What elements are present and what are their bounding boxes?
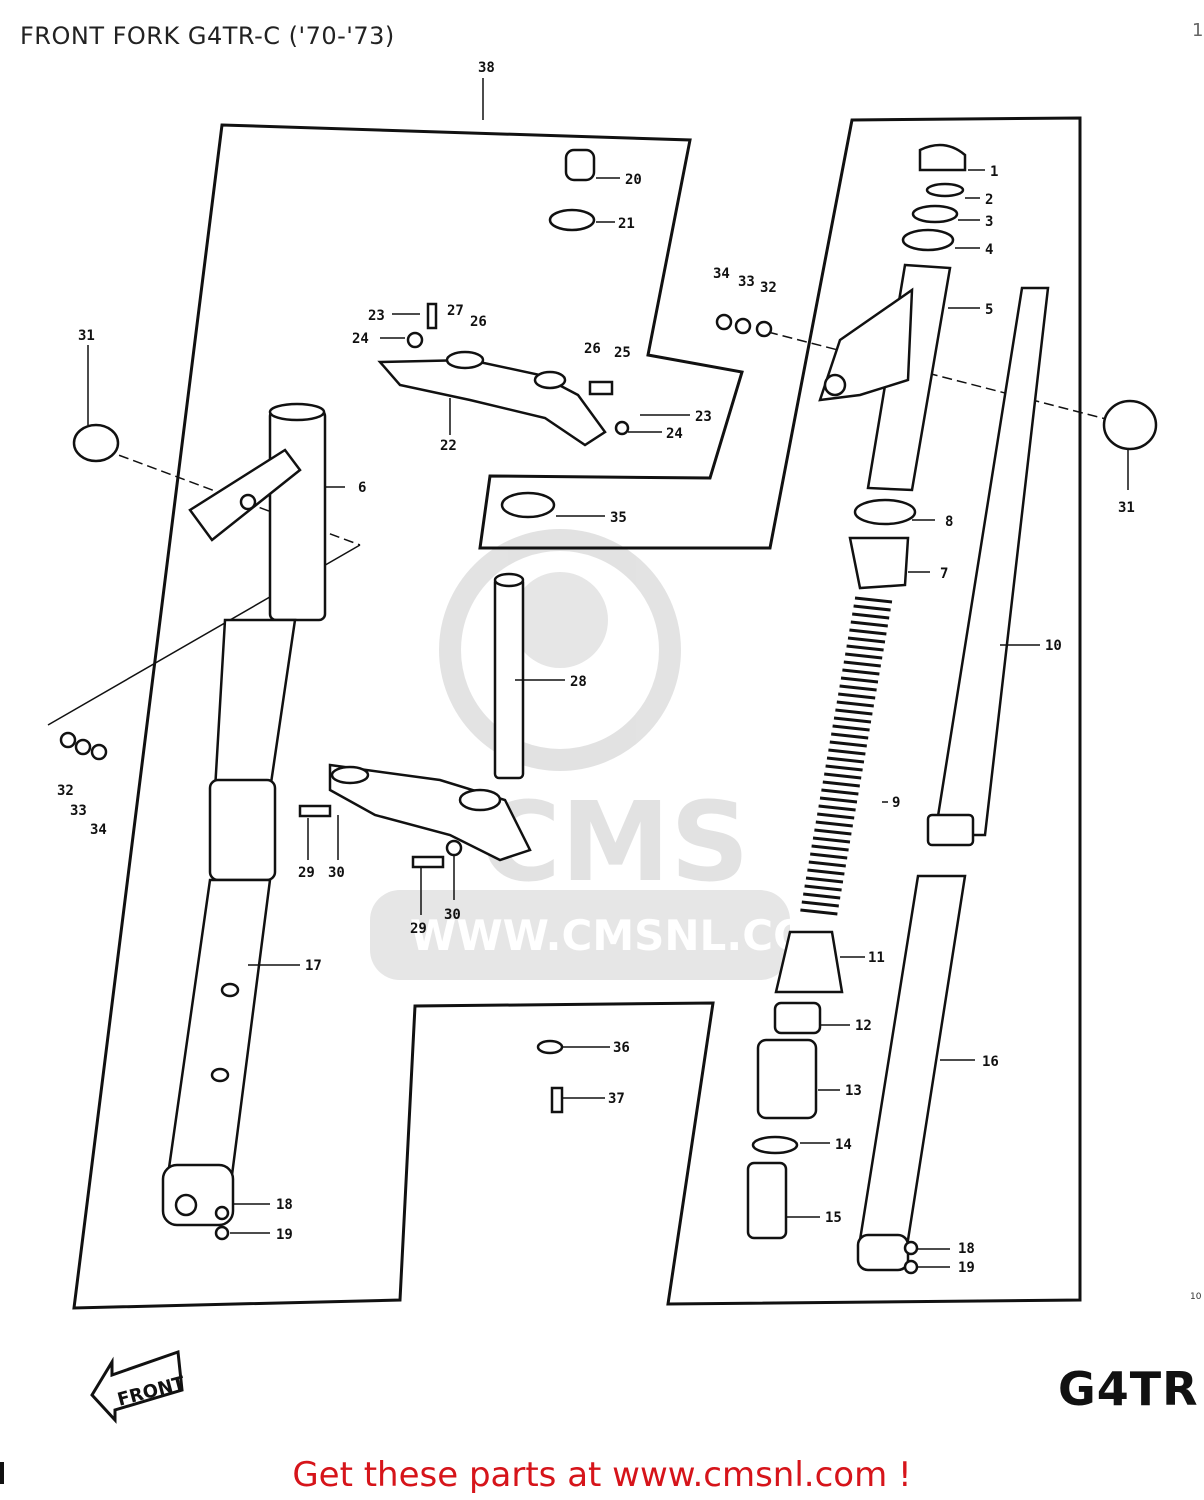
- callout-29-right: 29: [410, 921, 427, 937]
- damper-parts: [746, 930, 844, 1240]
- callout-38: 38: [478, 60, 495, 76]
- callout-34-left: 34: [90, 822, 107, 838]
- callout-36: 36: [613, 1040, 630, 1056]
- left-fork-leg: [161, 402, 327, 1227]
- callout-24-left: 24: [352, 331, 369, 347]
- callout-2: 2: [985, 192, 993, 208]
- callout-16: 16: [982, 1054, 999, 1070]
- page-title: FRONT FORK G4TR-C ('70-'73): [20, 22, 395, 50]
- callout-13: 13: [845, 1083, 862, 1099]
- callout-20: 20: [625, 172, 642, 188]
- edge-mark: [0, 1462, 4, 1484]
- callout-37: 37: [608, 1091, 625, 1107]
- callout-leaders: [87, 169, 1129, 1268]
- footer-cta-link[interactable]: Get these parts at www.cmsnl.com !: [292, 1455, 912, 1495]
- steering-stem: [298, 491, 556, 869]
- callout-31-right: 31: [1118, 500, 1135, 516]
- fork-spring: [800, 596, 893, 916]
- callout-15: 15: [825, 1210, 842, 1226]
- callout-5: 5: [985, 302, 993, 318]
- callout-34-right: 34: [713, 266, 730, 282]
- corner-mark: 1: [1192, 20, 1204, 41]
- callout-26-left: 26: [470, 314, 487, 330]
- front-arrow: FRONT: [90, 1349, 188, 1424]
- callout-19-right: 19: [958, 1260, 975, 1276]
- callout-24-right: 24: [666, 426, 683, 442]
- callout-35: 35: [610, 510, 627, 526]
- callout-27: 27: [447, 303, 464, 319]
- page-number: 10: [1190, 1292, 1202, 1302]
- callout-31-left: 31: [78, 328, 95, 344]
- exploded-fork-diagram: CMS WWW.CMSNL.COM: [47, 60, 1158, 1424]
- callout-23-top: 23: [368, 308, 385, 324]
- callout-29-left: 29: [298, 865, 315, 881]
- watermark-url: WWW.CMSNL.COM: [410, 911, 851, 960]
- callout-14: 14: [835, 1137, 852, 1153]
- callout-30-right: 30: [444, 907, 461, 923]
- right-fork-upper: [818, 143, 967, 590]
- model-code: G4TR: [1058, 1362, 1199, 1416]
- callout-19-left: 19: [276, 1227, 293, 1243]
- callout-9: 9: [892, 795, 900, 811]
- callout-8: 8: [945, 514, 953, 530]
- callout-26-right: 26: [584, 341, 601, 357]
- callout-4: 4: [985, 242, 993, 258]
- assembly-outline: [72, 116, 1082, 1310]
- callout-25: 25: [614, 345, 631, 361]
- callout-33-left: 33: [70, 803, 87, 819]
- callout-7: 7: [940, 566, 948, 582]
- callout-22: 22: [440, 438, 457, 454]
- cmsnl-watermark: CMS WWW.CMSNL.COM: [370, 529, 851, 980]
- callout-18-right: 18: [958, 1241, 975, 1257]
- callout-1: 1: [990, 164, 998, 180]
- callout-11: 11: [868, 950, 885, 966]
- callout-28: 28: [570, 674, 587, 690]
- callout-23-right: 23: [695, 409, 712, 425]
- callout-33-right: 33: [738, 274, 755, 290]
- callout-32-right: 32: [760, 280, 777, 296]
- upper-bracket: [377, 148, 630, 447]
- callout-21: 21: [618, 216, 635, 232]
- callout-18-left: 18: [276, 1197, 293, 1213]
- callout-10: 10: [1045, 638, 1062, 654]
- callout-32-left: 32: [57, 783, 74, 799]
- callout-17: 17: [305, 958, 322, 974]
- left-hardware: [59, 423, 230, 1241]
- callout-30-left: 30: [328, 865, 345, 881]
- callout-6: 6: [358, 480, 366, 496]
- callout-12: 12: [855, 1018, 872, 1034]
- callout-labels: 38 1 2 3 4 5 6 7 8 9 10 11 12 13 14 15 1…: [57, 60, 1135, 1276]
- right-tubes: [536, 286, 1158, 1275]
- callout-3: 3: [985, 214, 993, 230]
